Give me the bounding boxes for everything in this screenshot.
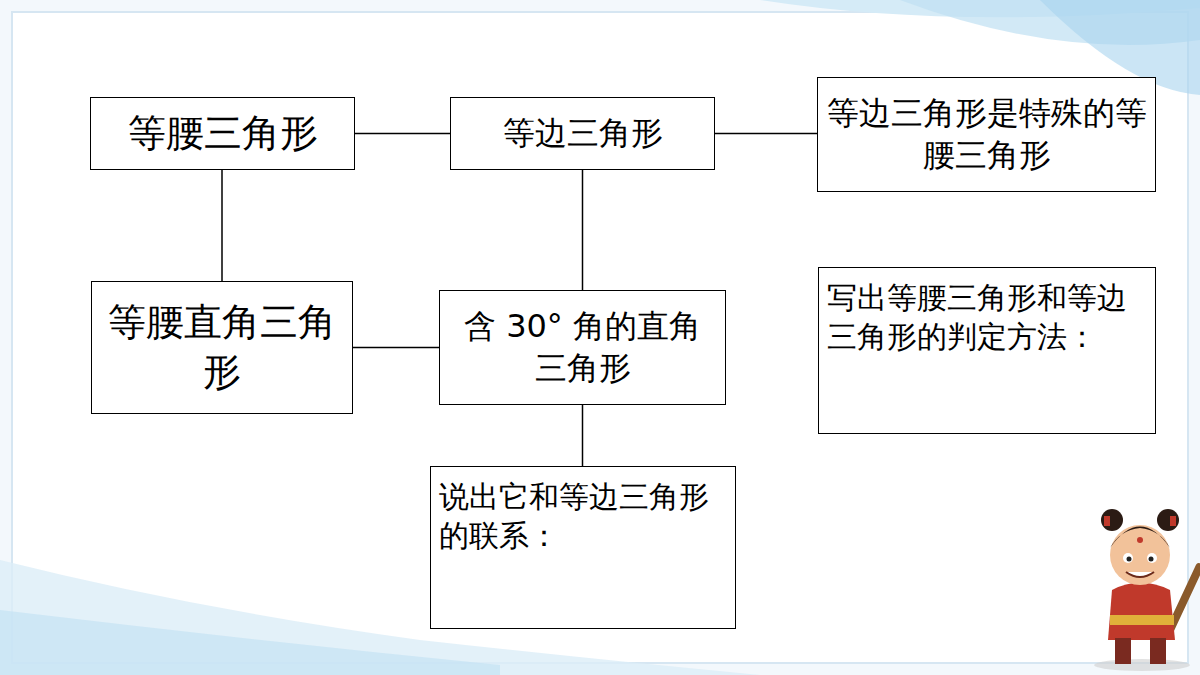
connector-line [221,170,223,281]
cartoon-character [1094,509,1200,671]
node-text: 写出等腰三角形和等边三角形的判定方法： [827,278,1147,356]
connector-line [715,133,817,135]
node-text: 说出它和等边三角形的联系： [439,477,727,555]
connector-line [353,347,439,349]
node-text: 等边三角形 [459,113,706,155]
shadow [1094,659,1190,671]
eye [1147,553,1157,563]
connector-line [355,133,450,135]
pupil [1127,557,1132,562]
concept-box: 等腰三角形 [90,97,355,170]
belt [1110,615,1174,625]
note-box: 等边三角形是特殊的等腰三角形 [817,77,1156,192]
concept-box: 含 30° 角的直角三角形 [439,290,726,405]
pupil [1149,557,1154,562]
node-text: 等腰直角三角形 [102,298,342,397]
node-text: 等腰三角形 [99,109,346,158]
node-text: 等边三角形是特殊的等腰三角形 [826,93,1147,176]
ribbon [1170,516,1176,526]
connector-line [582,405,584,466]
hair-bun [1157,509,1179,531]
question-box: 写出等腰三角形和等边三角形的判定方法： [818,267,1156,434]
question-box: 说出它和等边三角形的联系： [430,466,736,629]
node-text: 含 30° 角的直角三角形 [454,306,711,389]
slide-frame [12,12,1188,663]
head [1110,525,1170,585]
mouth [1126,572,1154,577]
leg [1115,638,1131,664]
connector-line [582,170,584,290]
concept-box: 等腰直角三角形 [91,281,353,414]
concept-box: 等边三角形 [450,97,715,170]
body [1108,583,1175,641]
eye [1123,553,1133,563]
hair-bun [1101,509,1123,531]
leg [1150,638,1166,664]
hair [1110,527,1170,549]
forehead-mark [1137,537,1143,543]
ribbon [1104,516,1110,526]
wave [0,610,500,675]
